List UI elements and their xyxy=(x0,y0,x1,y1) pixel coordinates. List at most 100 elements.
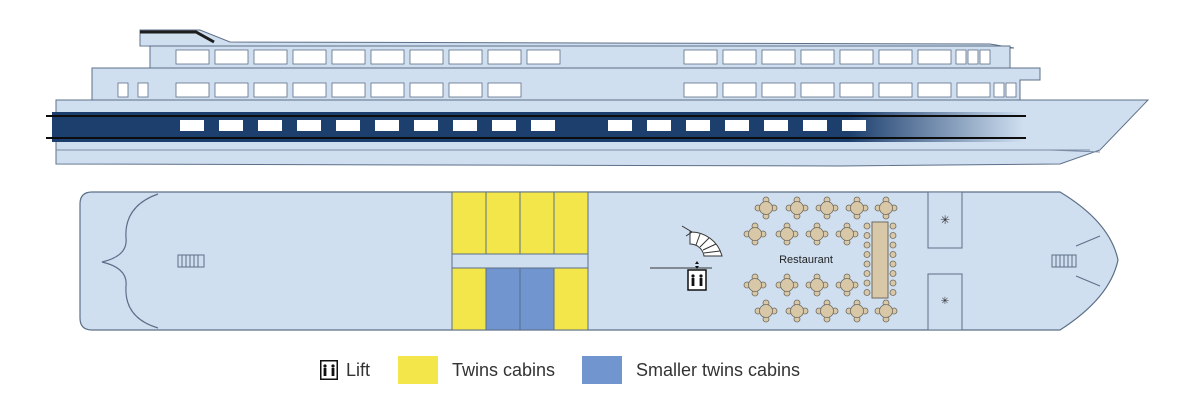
window xyxy=(487,49,522,65)
round-table xyxy=(815,196,839,220)
window xyxy=(683,49,718,65)
legend-twins: Twins cabins xyxy=(398,352,555,388)
stern-curve xyxy=(101,193,159,329)
window xyxy=(683,82,718,98)
window xyxy=(487,82,522,98)
legend-lift-label: Lift xyxy=(346,359,371,380)
window-group xyxy=(117,49,1017,131)
porthole xyxy=(608,120,632,131)
porthole xyxy=(725,120,749,131)
chair xyxy=(863,270,871,277)
round-table xyxy=(845,196,869,220)
window xyxy=(331,82,366,98)
twins-cabin[interactable] xyxy=(519,191,555,255)
round-table xyxy=(815,299,839,323)
porthole xyxy=(336,120,360,131)
round-table xyxy=(835,273,859,297)
window xyxy=(917,82,952,98)
round-table xyxy=(805,222,829,246)
round-table xyxy=(874,196,898,220)
twins-cabin[interactable] xyxy=(451,191,487,255)
window xyxy=(761,82,796,98)
chair xyxy=(863,279,871,287)
chair xyxy=(863,222,871,230)
chair xyxy=(863,241,871,249)
window xyxy=(800,82,835,98)
porthole xyxy=(219,120,243,131)
bow-detail xyxy=(870,149,1101,153)
twins-cabin[interactable] xyxy=(553,267,589,331)
porthole xyxy=(258,120,282,131)
window xyxy=(761,49,796,65)
long-table xyxy=(863,221,897,299)
window xyxy=(370,82,405,98)
window xyxy=(839,82,874,98)
window xyxy=(175,49,210,65)
stairs-icon xyxy=(681,225,723,257)
chair xyxy=(863,232,871,239)
window xyxy=(409,82,444,98)
window xyxy=(292,49,327,65)
window xyxy=(448,49,483,65)
porthole xyxy=(647,120,671,131)
legend-smaller-twins-label: Smaller twins cabins xyxy=(636,359,801,380)
restaurant-tables xyxy=(743,196,898,323)
twins-cabin[interactable] xyxy=(553,191,589,255)
chair xyxy=(889,222,897,230)
round-table xyxy=(835,222,859,246)
round-table xyxy=(743,273,767,297)
twins-cabin[interactable] xyxy=(485,191,521,255)
smaller-twins-cabin[interactable] xyxy=(485,267,521,331)
chair xyxy=(889,241,897,249)
window xyxy=(175,82,210,98)
round-table xyxy=(845,299,869,323)
window xyxy=(292,82,327,98)
ship-deck-plan-top: Restaurant ✳ ✳ xyxy=(79,191,1119,331)
window xyxy=(955,49,967,65)
window xyxy=(137,82,149,98)
window xyxy=(967,49,979,65)
deck-outline xyxy=(79,191,1119,331)
bow-tip-lines xyxy=(1075,235,1101,287)
top-canopy xyxy=(139,29,1015,49)
porthole xyxy=(764,120,788,131)
window xyxy=(979,49,991,65)
chair xyxy=(863,260,871,268)
window xyxy=(800,49,835,65)
smaller-twins-swatch xyxy=(582,356,622,384)
porthole xyxy=(686,120,710,131)
round-table xyxy=(775,222,799,246)
porthole xyxy=(375,120,399,131)
window xyxy=(117,82,129,98)
asterisk-icon: ✳ xyxy=(941,296,949,307)
twins-cabin[interactable] xyxy=(451,267,487,331)
round-table xyxy=(775,273,799,297)
window xyxy=(878,49,913,65)
porthole xyxy=(492,120,516,131)
window xyxy=(214,49,249,65)
porthole xyxy=(414,120,438,131)
legend-lift: Lift xyxy=(320,352,370,388)
service-room-bottom xyxy=(927,273,963,331)
round-table xyxy=(754,299,778,323)
chair xyxy=(863,289,871,296)
window xyxy=(917,49,952,65)
porthole xyxy=(842,120,866,131)
chair xyxy=(889,260,897,268)
round-table xyxy=(754,196,778,220)
round-table xyxy=(874,299,898,323)
window xyxy=(370,49,405,65)
chair xyxy=(889,289,897,296)
legend-smaller-twins: Smaller twins cabins xyxy=(582,352,800,388)
window xyxy=(214,82,249,98)
restaurant-label: Restaurant xyxy=(779,254,833,266)
stern-grille xyxy=(177,254,205,268)
asterisk-icon: ✳ xyxy=(940,213,950,227)
smaller-twins-cabin[interactable] xyxy=(519,267,555,331)
chair xyxy=(889,270,897,277)
window xyxy=(253,49,288,65)
round-table xyxy=(805,273,829,297)
chair xyxy=(863,251,871,258)
chair xyxy=(889,279,897,287)
